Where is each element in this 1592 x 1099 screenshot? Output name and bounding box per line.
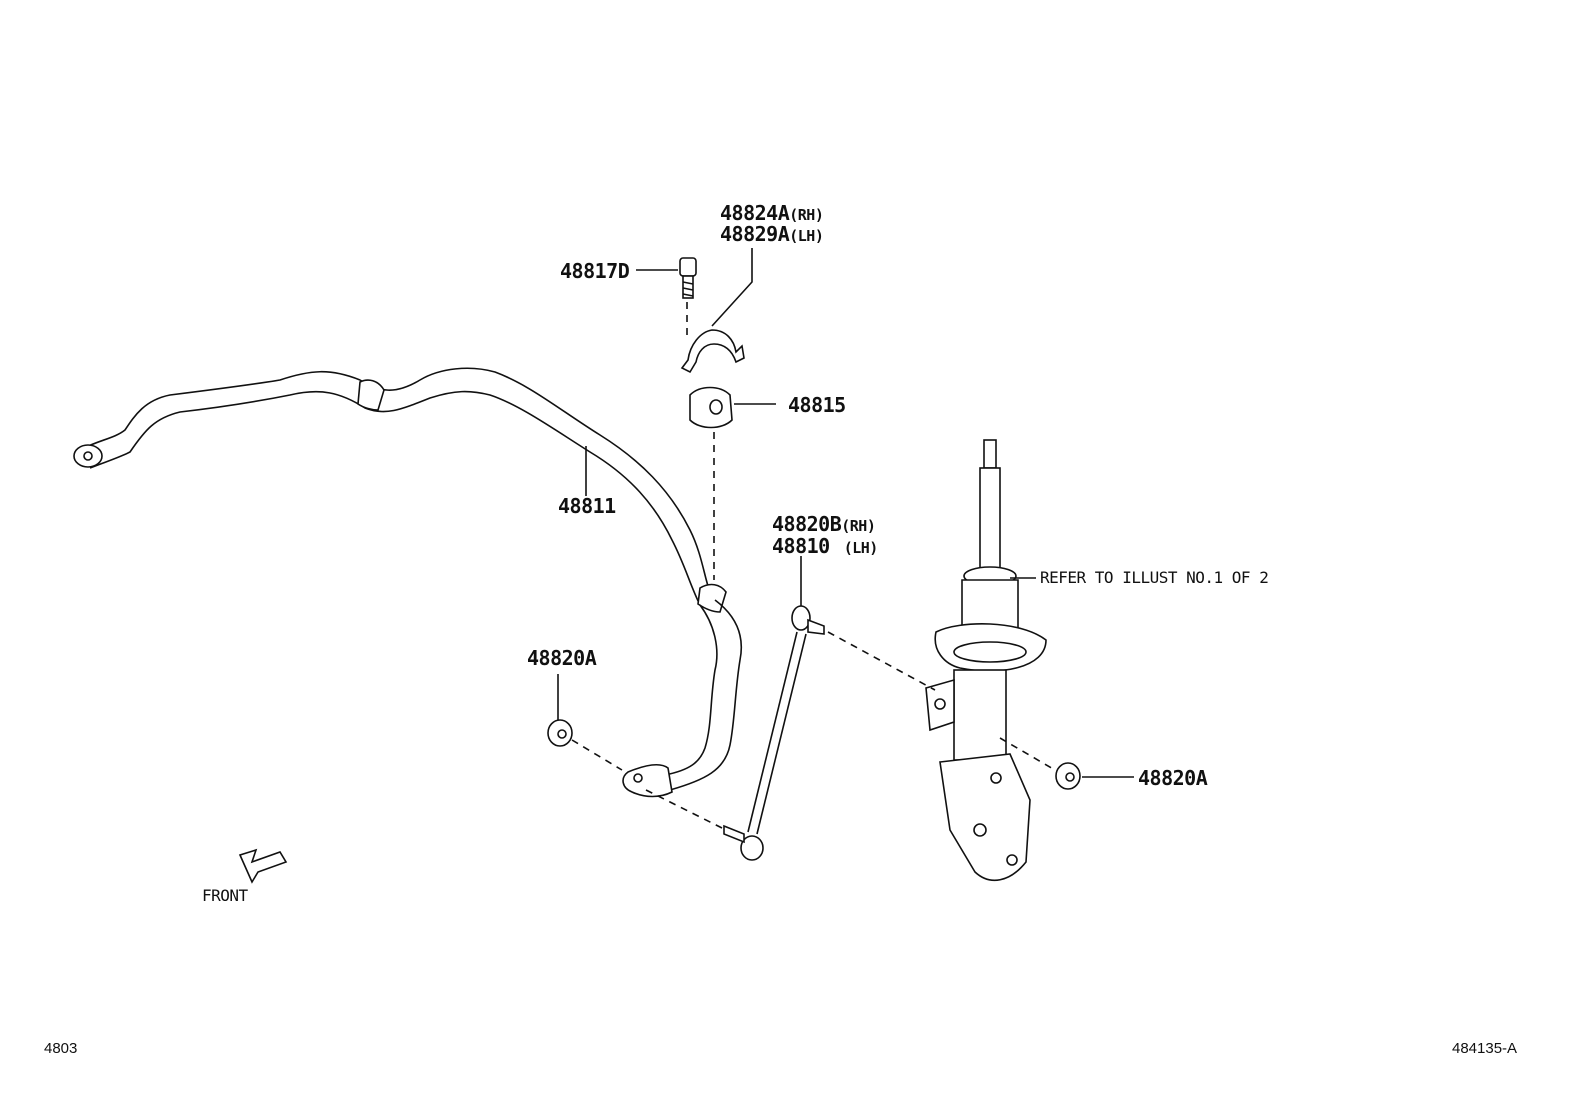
part-number: 48810	[772, 534, 830, 558]
stabilizer-bar	[73, 367, 742, 798]
part-number: 48817D	[560, 259, 630, 283]
label-48824A: 48824A(RH)	[720, 201, 824, 225]
leader-48824A	[711, 248, 753, 327]
part-number: 48820B	[772, 512, 842, 536]
dash-nut-to-bar	[571, 739, 623, 771]
label-48810: 48810 (LH)	[772, 534, 878, 558]
nut-left	[547, 719, 573, 747]
bolt-48817D	[679, 257, 697, 299]
bracket-48824A	[680, 329, 745, 374]
footer-left-code: 4803	[44, 1040, 78, 1057]
front-arrow-icon	[238, 848, 288, 884]
part-side: (RH)	[789, 206, 824, 224]
refer-note: REFER TO ILLUST NO.1 OF 2	[1040, 568, 1269, 587]
nut-right	[1055, 762, 1081, 790]
part-number: 48815	[788, 393, 846, 417]
dash-link-to-strut	[827, 631, 936, 691]
part-number: 48811	[558, 494, 616, 518]
label-48820B: 48820B(RH)	[772, 512, 876, 536]
part-number: 48820A	[1138, 766, 1208, 790]
bushing-48815	[689, 386, 733, 429]
label-48815: 48815	[788, 393, 846, 417]
part-number: 48829A	[720, 222, 790, 246]
part-side: (RH)	[841, 517, 876, 535]
dash-strut-to-nut	[999, 737, 1056, 771]
dash-bar-to-link	[645, 789, 723, 829]
footer-right-code: 484135-A	[1452, 1040, 1518, 1057]
label-48829A: 48829A(LH)	[720, 222, 824, 246]
part-side: (LH)	[843, 539, 879, 557]
part-side: (LH)	[789, 227, 824, 245]
label-48820A-left: 48820A	[527, 646, 597, 670]
label-48817D: 48817D	[560, 259, 630, 283]
part-number: 48820A	[527, 646, 597, 670]
label-48811: 48811	[558, 494, 616, 518]
front-label: FRONT	[202, 886, 248, 905]
stabilizer-link	[723, 605, 825, 861]
label-48820A-right: 48820A	[1138, 766, 1208, 790]
part-number: 48824A	[720, 201, 790, 225]
strut-assembly	[925, 439, 1047, 881]
